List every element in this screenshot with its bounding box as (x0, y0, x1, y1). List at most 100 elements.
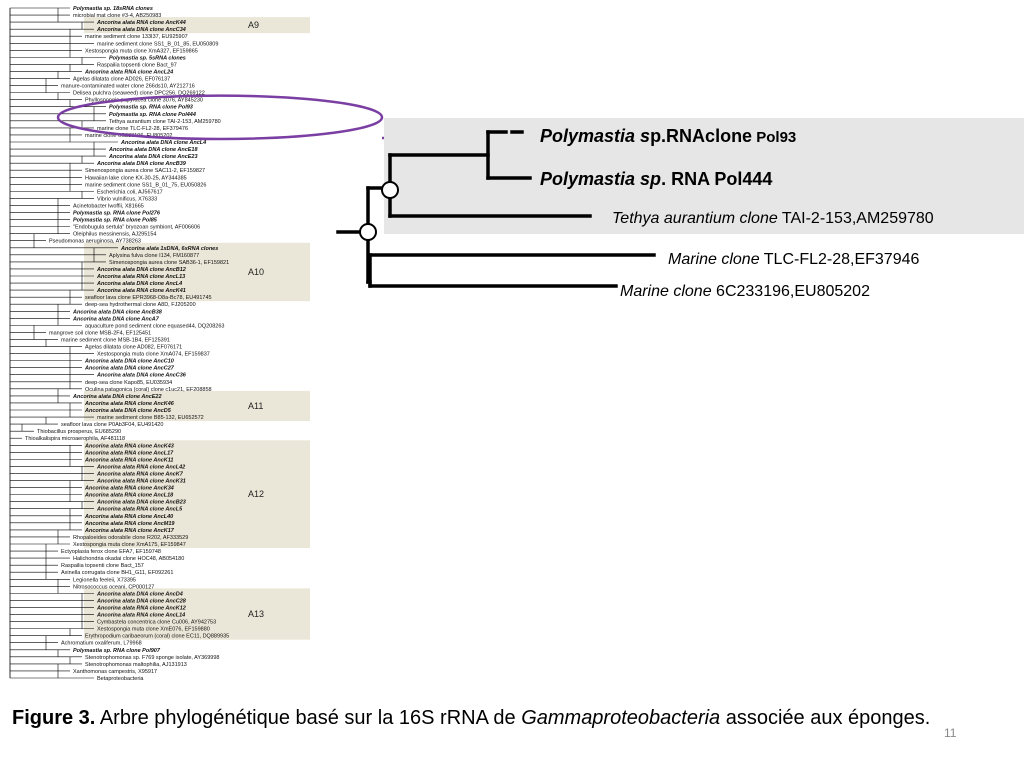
tree-leaf-label: Xestospongia muta clone XmE076, EF159880 (97, 627, 210, 633)
tree-leaf-label: Ancorina alata RNA clone AncL14 (96, 613, 185, 619)
tree-leaf-label: Ancorina alata RNA clone AncK11 (84, 457, 173, 463)
tree-leaf-label: Hawaiian lake clone KX-30-25, AY344385 (85, 175, 187, 181)
tree-leaf-label: Erythropodium caribaeorum (coral) clone … (85, 634, 229, 640)
tree-leaf-label: Ancorina alata DNA clone AncA7 (72, 316, 160, 322)
tree-leaf-label: microbial mat clone #3-4, AB250983 (73, 13, 161, 19)
tree-leaf-label: aquaculture pond sediment clone equased4… (85, 323, 224, 329)
tree-leaf-label: Ancorina alata RNA clone AncL17 (84, 450, 174, 456)
tree-leaf-label: Polymastia sp. RNA clone Pol276 (73, 211, 161, 217)
tree-leaf-label: Oleiphilus messinensis, AJ295154 (73, 232, 156, 238)
tree-leaf-label: Polymastia sp. RNA clone Pol907 (73, 648, 161, 654)
tree-leaf-label: Vibrio vulnificus, X76333 (97, 196, 157, 202)
tree-leaf-label: Ancorina alata RNA clone AncL13 (96, 274, 185, 280)
zoom-leaf-marine-tlc: Marine clone TLC-FL2-28,EF37946 (668, 251, 920, 268)
tree-leaf-label: Ancorina alata DNA clone AncC27 (84, 366, 175, 372)
tree-leaf-label: Ancorina alata DNA clone AncC28 (96, 598, 187, 604)
tree-leaf-label: Acinetobacter lwoffii, X81665 (73, 203, 144, 209)
tree-leaf-label: Betaproteobacteria (97, 676, 144, 682)
tree-leaf-label: Legionella feeleii, X73395 (73, 577, 136, 583)
tree-leaf-label: Axinella corrugata clone BH1_G11, EF0922… (61, 570, 173, 576)
tree-leaf-label: Ancorina alata RNA clone AncK46 (84, 401, 175, 407)
tree-leaf-label: Ancorina alata RNA clone AncK17 (84, 528, 175, 534)
tree-leaf-label: Ancorina alata DNA clone AncE18 (108, 147, 198, 153)
tree-leaf-label: Ancorina alata DNA clone AncB39 (96, 161, 187, 167)
tree-leaf-label: Ancorina alata DNA clone AncB12 (96, 267, 186, 273)
tree-leaf-label: seafloor lava clone EPR3968-O8a-Bc78, EU… (85, 295, 212, 301)
tree-leaf-label: Ancorina alata RNA clone AncK41 (96, 288, 186, 294)
tree-leaf-label: marine clone 6C233196, EU805202 (85, 133, 172, 139)
figure-caption: Figure 3. Arbre phylogénétique basé sur … (12, 704, 932, 732)
tree-leaf-label: Aplysina fulva clone I134, FM160877 (109, 253, 199, 259)
tree-leaf-label: marine clone TLC-FL2-28, EF379476 (97, 126, 188, 132)
tree-leaf-label: Agelas dilatata clone AD082, EF076171 (85, 345, 182, 351)
tree-leaf-label: marine sediment clone 133I37, EU925907 (85, 34, 188, 40)
tree-leaf-label: Agelas dilatata clone AD026, EF076137 (73, 77, 170, 83)
clade-group-label: A12 (248, 489, 264, 499)
caption-text-end: associée aux éponges. (720, 707, 931, 729)
zoom-leaf-marine-6c: Marine clone 6C233196,EU805202 (620, 283, 870, 300)
tree-leaf-label: Xestospongia muta clone XmA175, EF159847 (73, 542, 186, 548)
tree-leaf-label: Ancorina alata DNA clone AncC36 (96, 373, 187, 379)
tree-leaf-label: "Endobugula sertula" bryozoan symbiont, … (73, 225, 200, 231)
tree-leaf-label: Ancorina alata RNA clone AncK7 (96, 471, 184, 477)
tree-leaf-label: Ancorina alata RNA clone AncK34 (84, 486, 174, 492)
node-marker (381, 181, 399, 199)
tree-leaf-label: Cymbastela concentrica clone Cu006, AY94… (97, 620, 216, 626)
tree-leaf-label: Ancorina alata DNA clone AncC34 (96, 27, 186, 33)
tree-leaf-label: Simenospongia aurea clone SAB36-1, EF159… (109, 260, 229, 266)
tree-leaf-label: Raspailia topsenti clone Bact_157 (61, 563, 144, 569)
clade-group-box (84, 17, 310, 34)
tree-leaf-label: Ancorina alata DNA clone AncD5 (84, 408, 172, 414)
tree-leaf-label: Ancorina alata DNA clone AncC10 (84, 359, 174, 365)
clade-group-label: A9 (248, 20, 259, 30)
tree-leaf-label: Thioalkalispira microaerophila, AF481118 (25, 436, 125, 442)
tree-leaf-label: Polymastia sp. RNA clone Pol93 (109, 105, 193, 111)
tree-leaf-label: Ancorina alata RNA clone AncK43 (84, 443, 174, 449)
tree-leaf-label: marine sediment clone MSB-1B4, EF125391 (61, 337, 170, 343)
tree-leaf-label: Ancorina alata DNA clone AncD4 (96, 591, 183, 597)
tree-leaf-label: Ancorina alata RNA clone AncL5 (96, 507, 183, 513)
tree-leaf-label: deep-sea clone Kapo85, EU035934 (85, 380, 172, 386)
tree-leaf-label: Polymastia sp. 18sRNA clones (73, 6, 153, 12)
tree-leaf-label: manure-contaminated water clone 266ds10,… (61, 84, 195, 90)
tree-leaf-label: Rhopaloeides odorabile clone R202, AF333… (73, 535, 188, 541)
tree-leaf-label: Ancorina alata RNA clone AncL42 (96, 464, 185, 470)
tree-leaf-label: Ancorina alata RNA clone AncK44 (96, 20, 186, 26)
tree-leaf-label: Simenospongia aurea clone SAC11-2, EF159… (85, 168, 205, 174)
tree-leaf-label: Ancorina alata RNA clone AncL24 (84, 69, 173, 75)
tree-leaf-label: Polymastia sp. 5sRNA clones (109, 55, 186, 61)
tree-leaf-label: Ectyoplasia ferox clone EFA7, EF159748 (61, 549, 161, 555)
clade-group-box (84, 440, 310, 548)
tree-leaf-label: Nitrosococcus oceani, CP000127 (73, 584, 154, 590)
tree-leaf-label: marine sediment clone SS1_B_01_85, EU050… (97, 41, 218, 47)
figure-label: Figure 3. (12, 707, 96, 729)
tree-leaf-label: Ancorina alata DNA clone AncL4 (96, 281, 182, 287)
clade-group-label: A10 (248, 267, 264, 277)
tree-leaf-label: Polymastia sp. RNA clone Pol85 (73, 218, 158, 224)
tree-leaf-label: seafloor lava clone P0Ab3F04, EU491420 (61, 422, 163, 428)
tree-leaf-label: Tethya aurantium clone TAI-2-153, AM2597… (109, 119, 221, 125)
tree-leaf-label: Achromatium oxaliferum, L79968 (61, 641, 142, 647)
tree-leaf-label: Ancorina alata 1xDNA, 6xRNA clones (120, 246, 218, 252)
tree-leaf-label: Polymastia sp. RNA clone Pol444 (109, 112, 196, 118)
tree-leaf-label: Ancorina alata RNA clone AncK12 (96, 605, 186, 611)
tree-leaf-label: Stenotrophomonas maltophilia, AJ131913 (85, 662, 187, 668)
tree-leaf-label: marine sediment clone B85-132, EU652572 (97, 415, 204, 421)
clade-group-box (84, 588, 310, 640)
tree-leaf-label: Ancorina alata RNA clone AncL40 (84, 514, 173, 520)
tree-leaf-label: Halichondria okadai clone HOC48, AB05418… (73, 556, 184, 562)
tree-leaf-label: mangrove soil clone MSB-2F4, EF125451 (49, 330, 151, 336)
tree-leaf-label: Ancorina alata DNA clone AncE23 (108, 154, 198, 160)
clade-group-label: A11 (248, 401, 263, 411)
tree-leaf-label: Ancorina alata DNA clone AncL4 (120, 140, 206, 146)
page-number: 11 (944, 726, 957, 740)
tree-leaf-label: Stenotrophomonas sp. F769 sponge isolate… (85, 655, 219, 661)
tree-leaf-label: marine sediment clone SS1_B_01_75, EU050… (85, 182, 206, 188)
tree-leaf-label: Pseudomonas aeruginosa, AY738263 (49, 239, 141, 245)
tree-leaf-label: Escherichia coli, AJ567617 (97, 189, 163, 195)
tree-leaf-label: Ancorina alata DNA clone AncB38 (72, 309, 163, 315)
clade-group-label: A13 (248, 609, 264, 619)
tree-leaf-label: Phyllospongia papyracea clone 3076, AY84… (85, 98, 203, 104)
tree-leaf-label: Oculina patagonica (coral) clone c1uc21,… (85, 387, 212, 393)
caption-taxon: Gammaproteobacteria (521, 707, 721, 729)
